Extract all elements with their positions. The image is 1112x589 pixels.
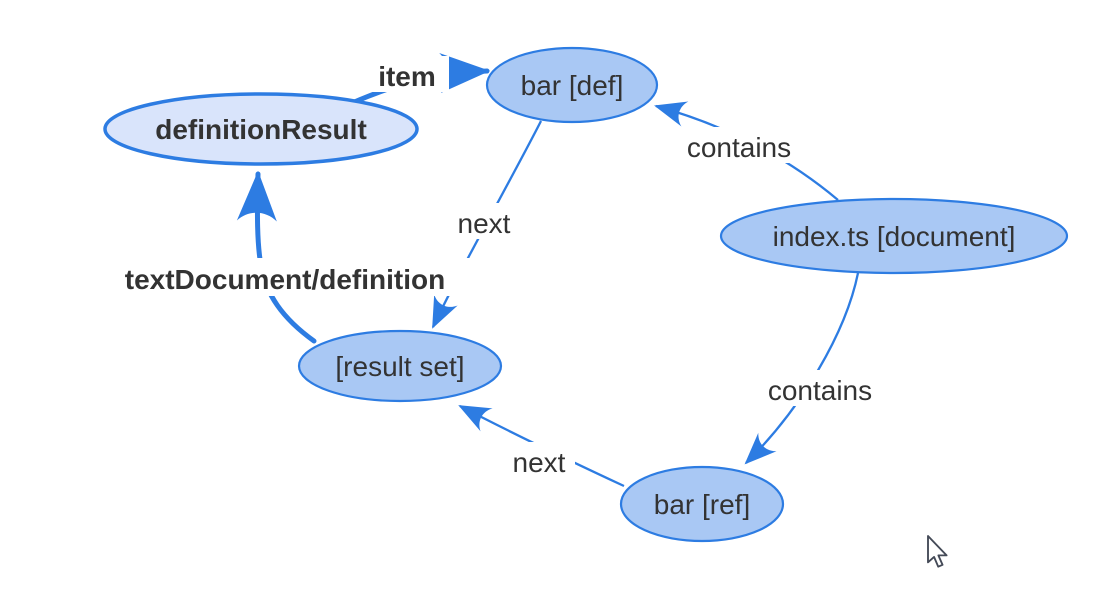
edge-label-bg bbox=[80, 258, 490, 296]
node-label: definitionResult bbox=[155, 114, 367, 145]
edge-label-next-bottom: next bbox=[513, 447, 566, 478]
edge-label-contains-bottom: contains bbox=[768, 375, 872, 406]
node-ellipse bbox=[719, 197, 1069, 275]
node-ellipse bbox=[485, 46, 659, 124]
node-label: bar [def] bbox=[521, 70, 624, 101]
mouse-cursor-icon bbox=[927, 535, 948, 568]
edge-contains-bottom bbox=[744, 272, 860, 465]
edge-label-bg bbox=[673, 127, 805, 163]
node-definition-result: definitionResult bbox=[103, 92, 419, 166]
edge-label-bg bbox=[448, 203, 520, 239]
node-bar-def: bar [def] bbox=[485, 46, 659, 124]
node-label: index.ts [document] bbox=[773, 221, 1016, 252]
edge-label-bg bbox=[365, 56, 449, 92]
edge-label-textdocument-definition: textDocument/definition bbox=[125, 264, 445, 295]
node-ellipse bbox=[297, 329, 503, 403]
edge-label-bg bbox=[754, 370, 886, 406]
edge-labels: item contains next contains next textDoc… bbox=[80, 56, 886, 478]
edge-label-contains-top: contains bbox=[687, 132, 791, 163]
edge-label-item: item bbox=[378, 61, 436, 92]
node-label: bar [ref] bbox=[654, 489, 750, 520]
edge-label-bg bbox=[503, 442, 575, 478]
node-bar-ref: bar [ref] bbox=[619, 465, 785, 543]
nodes: definitionResult bar [def] index.ts [doc… bbox=[103, 46, 1069, 543]
node-label: [result set] bbox=[335, 351, 464, 382]
edge-label-next-middle: next bbox=[458, 208, 511, 239]
node-index-ts-document: index.ts [document] bbox=[719, 197, 1069, 275]
node-ellipse bbox=[619, 465, 785, 543]
node-result-set: [result set] bbox=[297, 329, 503, 403]
edge-textdocument-definition bbox=[236, 171, 317, 344]
node-ellipse bbox=[103, 92, 419, 166]
